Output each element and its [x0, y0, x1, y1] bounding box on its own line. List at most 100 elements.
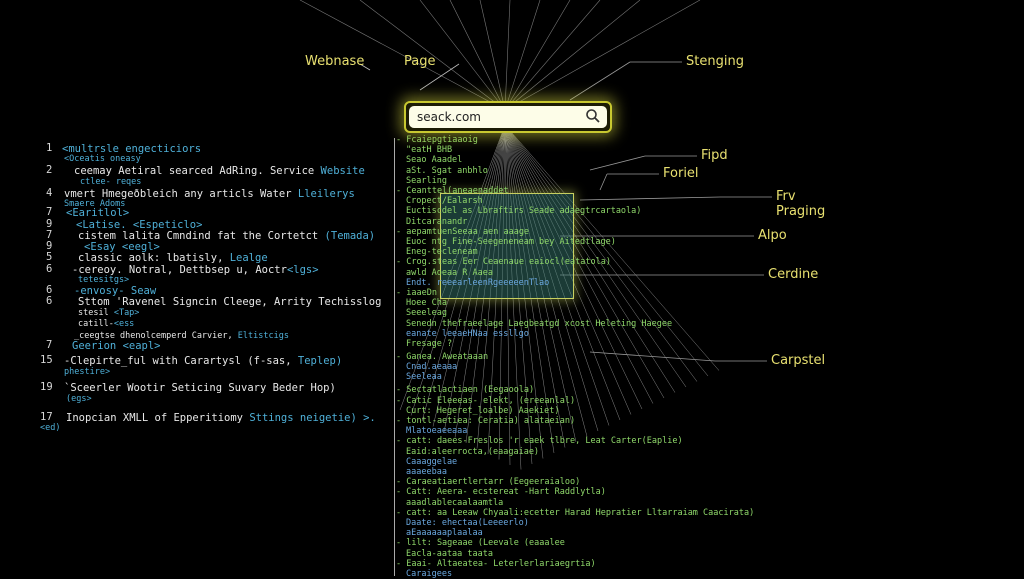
tree-line: - Eaai- Altaeatea- Leterlerlariaegrtia)	[396, 558, 596, 569]
code-token: catill-	[78, 319, 114, 329]
code-token: vmert Hmegeðbleich any articls Water	[64, 188, 298, 200]
code-line: stesil <Tap>	[78, 307, 139, 319]
code-token: Teplep)	[297, 355, 343, 367]
tree-line: Caraigees	[406, 569, 453, 579]
ray-line	[504, 0, 601, 111]
ray-line	[504, 124, 577, 443]
code-token: Inopcian XMLL of Epperitiomy	[66, 412, 250, 424]
code-token: Eltistcigs	[237, 331, 289, 341]
line-number: 4	[46, 187, 53, 199]
ray-line	[299, 0, 506, 111]
tree-line: Cnad.aeaaa	[406, 362, 458, 373]
search-input[interactable]: seack.com	[417, 110, 481, 124]
ray-line	[432, 124, 506, 427]
tree-line: Caaaggelae	[406, 456, 458, 467]
code-token: (Temada)	[324, 230, 376, 242]
code-line: (egs>	[66, 393, 92, 405]
search-icon[interactable]	[585, 108, 601, 124]
line-number: 17	[40, 411, 53, 423]
code-token: <multrsle engecticiors	[62, 143, 202, 155]
code-line: -Clepirte_ful with Carartysl (f-sas, Tep…	[64, 355, 342, 367]
tree-line: Cropect/Ealarsh	[406, 196, 483, 207]
ray-line	[504, 0, 701, 111]
code-token: Website	[320, 165, 365, 177]
code-token: <ed)	[40, 423, 61, 433]
tree-line: - Ganea. Aweataaan	[396, 352, 489, 362]
ray-line	[465, 124, 506, 444]
code-token: Lleilerys	[297, 188, 355, 200]
code-token: ctlee- reqes	[80, 177, 142, 187]
code-line: ceemay Aetiral searced AdRing. Service W…	[74, 165, 365, 177]
code-token: -Clepirte_ful with Carartysl (f-sas,	[64, 355, 298, 367]
tree-line: - Ceanttel(aneaenaddet	[396, 186, 509, 196]
ray-line	[504, 124, 676, 393]
line-number: 6	[46, 284, 53, 296]
ray-line	[504, 124, 621, 421]
tree-line: - tontl-aetiea: Ceratia) alataeian)	[396, 416, 576, 426]
leader-line	[359, 63, 371, 71]
callout-label: Page	[404, 54, 436, 69]
code-token: Smaere Adoms	[64, 199, 126, 209]
tree-line: - Caraeatiaertlertarr (Eegeeraialoo)	[396, 477, 581, 488]
code-token: <Oceatis oneasy	[64, 154, 141, 164]
leader-line	[569, 61, 631, 101]
code-token: <Esay <eegl>	[84, 241, 160, 253]
tree-line: - aepamtuenSeeaa aen aaage	[396, 226, 530, 237]
line-number: 9	[46, 218, 53, 230]
tree-line: aaaeebaa	[406, 467, 447, 477]
tree-line: Eaid:aleerrocta,(eaagaiae)	[406, 446, 540, 457]
ray-line	[504, 124, 544, 459]
highlight-panel	[440, 193, 574, 299]
code-line: catill-<ess	[78, 318, 134, 330]
callout-label: Alpo	[758, 228, 787, 243]
leader-line	[599, 173, 608, 191]
code-token: `Sceerler Wootir Seticing Suvary Beder H…	[64, 382, 336, 394]
tree-line: aaadlablecaalaamtla	[406, 497, 504, 508]
code-line: -cereoy. Notral, Dettbsep u, Aoctr<lgs>	[72, 264, 319, 276]
code-token: <Latise. <Espeticlo>	[76, 219, 203, 231]
callout-label: Stenging	[686, 54, 744, 69]
code-token: -envosy- Seaw	[74, 285, 157, 297]
search-bar[interactable]: seack.com	[404, 101, 612, 133]
code-token: tetesitgs>	[78, 275, 130, 285]
tree-line: Ditcaranandr	[406, 216, 468, 227]
ray-line	[504, 124, 698, 382]
tree-line: Eneg-tecleneam	[406, 247, 478, 258]
code-line: tetesitgs>	[78, 274, 129, 286]
tree-line: Fresage ?	[406, 339, 453, 349]
line-number: 1	[46, 142, 53, 154]
code-token: Lealge	[229, 252, 268, 264]
tree-line: - Fcaiepgtiaaoig	[396, 135, 478, 145]
ray-line	[421, 124, 506, 422]
ray-line	[476, 124, 506, 449]
leader-line	[589, 155, 646, 171]
code-token: (egs>	[66, 394, 92, 404]
tree-line: - catt: daees-Freslos 'r eaek tlbre, Lea…	[396, 436, 683, 447]
code-token: <Earitlol>	[66, 207, 130, 219]
code-line: vmert Hmegeðbleich any articls Water Lle…	[64, 188, 355, 200]
line-number: 7	[46, 339, 53, 351]
tree-line: Euoc ntg Fine-Seegeneneam bey Aitedtlage…	[406, 237, 616, 247]
code-line: _ceegtse dhenolcemperd Carvier, Eltistci…	[74, 330, 289, 342]
line-number: 9	[46, 240, 53, 252]
tree-line: Searling	[406, 175, 447, 186]
code-token: classic aolk: lbatisly,	[78, 252, 230, 264]
tree-line: - Crog.steas Eer Ceaenaue eaiocl(eatatol…	[396, 257, 611, 268]
ray-line	[504, 0, 571, 111]
code-token: cistem lalita Cmndind fat the Cortetct	[78, 230, 325, 242]
tree-line: Seeeleag	[406, 308, 447, 319]
callout-label: Webnase	[305, 54, 365, 69]
tree-line: Hoee Cha	[406, 298, 447, 309]
code-line: cistem lalita Cmndind fat the Cortetct (…	[78, 230, 375, 242]
ray-line	[504, 124, 720, 371]
tree-line: - Catic Eleeeas- elekt, (ereeanlal)	[396, 395, 576, 406]
tree-line: Curt: Hegeret_loalbe) Aaekiet)	[406, 405, 560, 416]
ray-line	[504, 124, 709, 377]
ray-line	[443, 124, 506, 433]
tree-line: Eacla-aataa taata	[406, 548, 493, 559]
code-token: Sttom 'Ravenel Signcin Cleege, Arrity Te…	[78, 296, 382, 308]
code-line: <Oceatis oneasy	[64, 153, 141, 165]
ray-line	[479, 0, 506, 111]
code-line: phestire>	[64, 366, 110, 378]
